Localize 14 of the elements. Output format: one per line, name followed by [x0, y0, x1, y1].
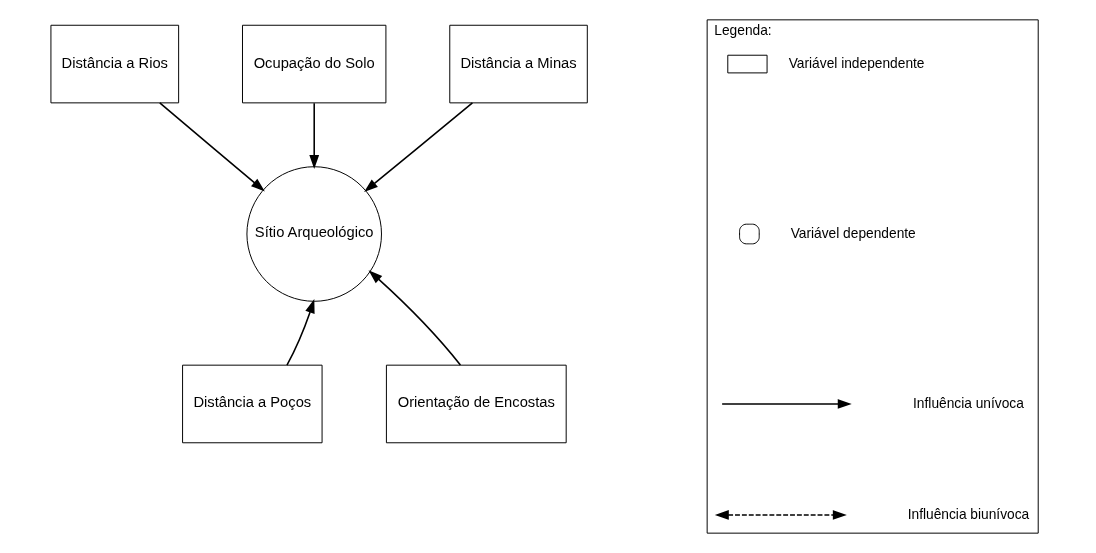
legend-label: Influência unívoca [912, 395, 1024, 411]
arrow [285, 299, 315, 366]
arrow [363, 102, 473, 193]
node-box: Distância a Rios [49, 24, 179, 104]
legend-label: Influência biunívoca [907, 506, 1029, 522]
node-box: Distância a Minas [448, 24, 588, 104]
arrow [308, 102, 319, 170]
legend-label: Variável dependente [790, 225, 916, 241]
legend-label: Variável independente [788, 55, 925, 71]
arrow [368, 270, 461, 366]
node-box: Distância a Poços [181, 364, 323, 444]
node-box: Ocupação do Solo [241, 24, 386, 104]
node-box: Orientação de Encostas [385, 364, 567, 444]
arrow [158, 102, 265, 192]
